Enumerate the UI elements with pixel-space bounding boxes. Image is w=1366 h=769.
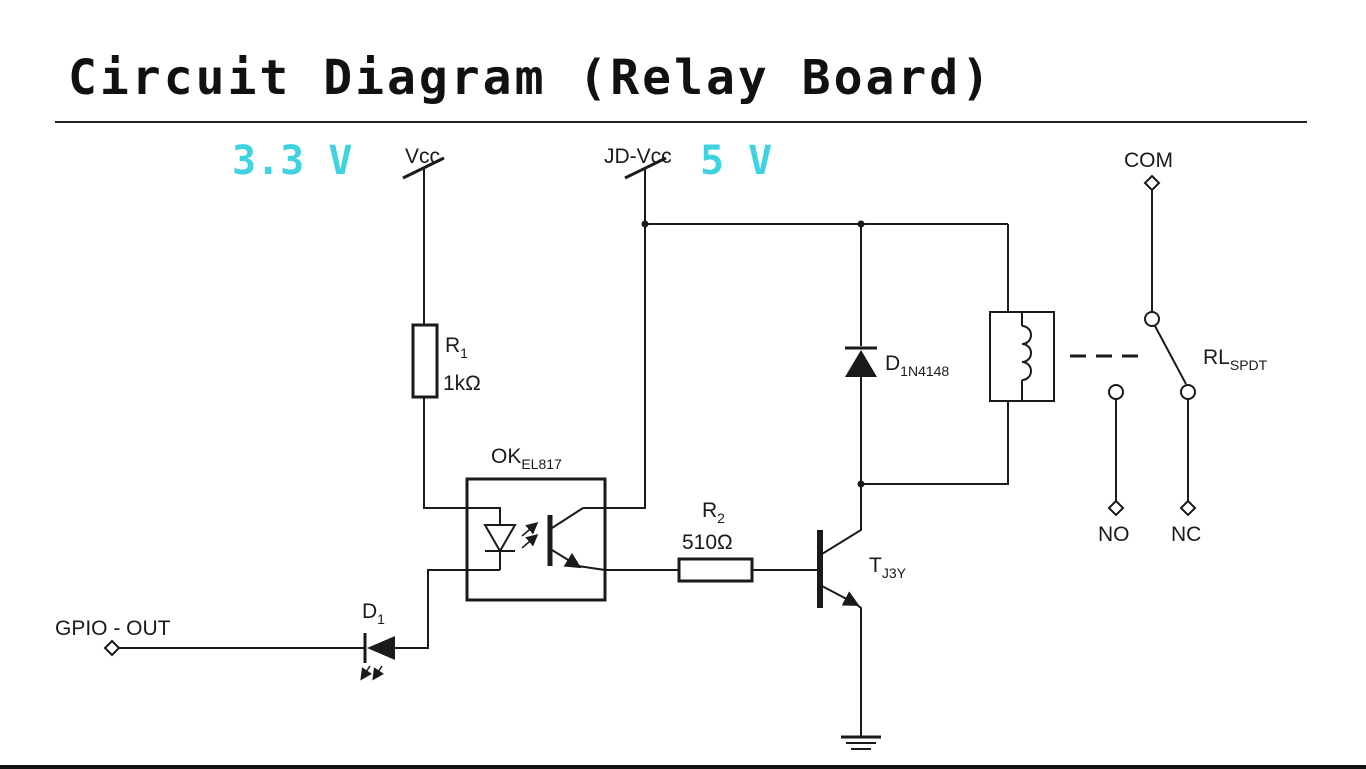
transistor-emitter-arrow — [821, 585, 860, 606]
coil-bottom-wire — [861, 401, 1009, 485]
vcc-label: Vcc — [405, 145, 440, 168]
no-terminal — [1107, 499, 1125, 517]
opto-light-arrow-icon — [521, 522, 539, 537]
led-light-arrow-icon — [372, 665, 384, 681]
bottom-border — [0, 765, 1366, 769]
nc-label: NC — [1171, 523, 1201, 546]
opto-led-triangle — [483, 524, 517, 554]
optocoupler-label: OKEL817 — [491, 445, 562, 472]
d1-led-label: D1 — [362, 600, 385, 627]
r2-resistor — [677, 557, 754, 583]
led-light-arrow-icon — [360, 665, 372, 681]
d1-led-symbol — [367, 636, 395, 660]
d-1n4148-diode — [845, 350, 877, 377]
r1-name: R1 — [445, 334, 468, 361]
d-1n4148-label: D1N4148 — [885, 352, 949, 379]
jd-vcc-label: JD-Vcc — [604, 145, 672, 168]
r1-value: 1kΩ — [443, 372, 481, 395]
relay-coil-icon — [1021, 325, 1032, 381]
opto-collector-lead — [551, 507, 584, 529]
r1-resistor — [411, 323, 439, 399]
jd-vcc-voltage-label: 5 V — [700, 138, 772, 184]
opto-light-arrow-icon — [521, 534, 539, 549]
transistor-collector — [821, 484, 862, 555]
no-contact — [1108, 384, 1124, 400]
r2-name: R2 — [702, 499, 725, 526]
nc-contact — [1180, 384, 1196, 400]
optocoupler-box — [465, 477, 607, 602]
led-anode-wire — [395, 569, 500, 649]
title-underline — [55, 121, 1307, 123]
vcc-voltage-label: 3.3 V — [232, 138, 352, 184]
com-label: COM — [1124, 149, 1173, 172]
gpio-label: GPIO - OUT — [55, 617, 171, 640]
com-terminal — [1143, 174, 1161, 192]
jd-vcc-to-collector-wire — [583, 224, 646, 509]
emitter-to-ground-wire — [855, 603, 862, 736]
page-title: Circuit Diagram (Relay Board) — [68, 50, 994, 106]
r2-value: 510Ω — [682, 531, 733, 554]
gpio-terminal — [103, 639, 121, 657]
opto-emitter-lead — [577, 565, 606, 571]
com-contact — [1144, 311, 1160, 327]
transistor-label: TJ3Y — [869, 554, 907, 581]
relay-label: RLSPDT — [1203, 346, 1268, 373]
relay-switch-arm — [1154, 325, 1187, 385]
no-label: NO — [1098, 523, 1130, 546]
r1-to-led-wire — [423, 397, 501, 523]
nc-terminal — [1179, 499, 1197, 517]
opto-emitter-arrow — [551, 549, 582, 569]
